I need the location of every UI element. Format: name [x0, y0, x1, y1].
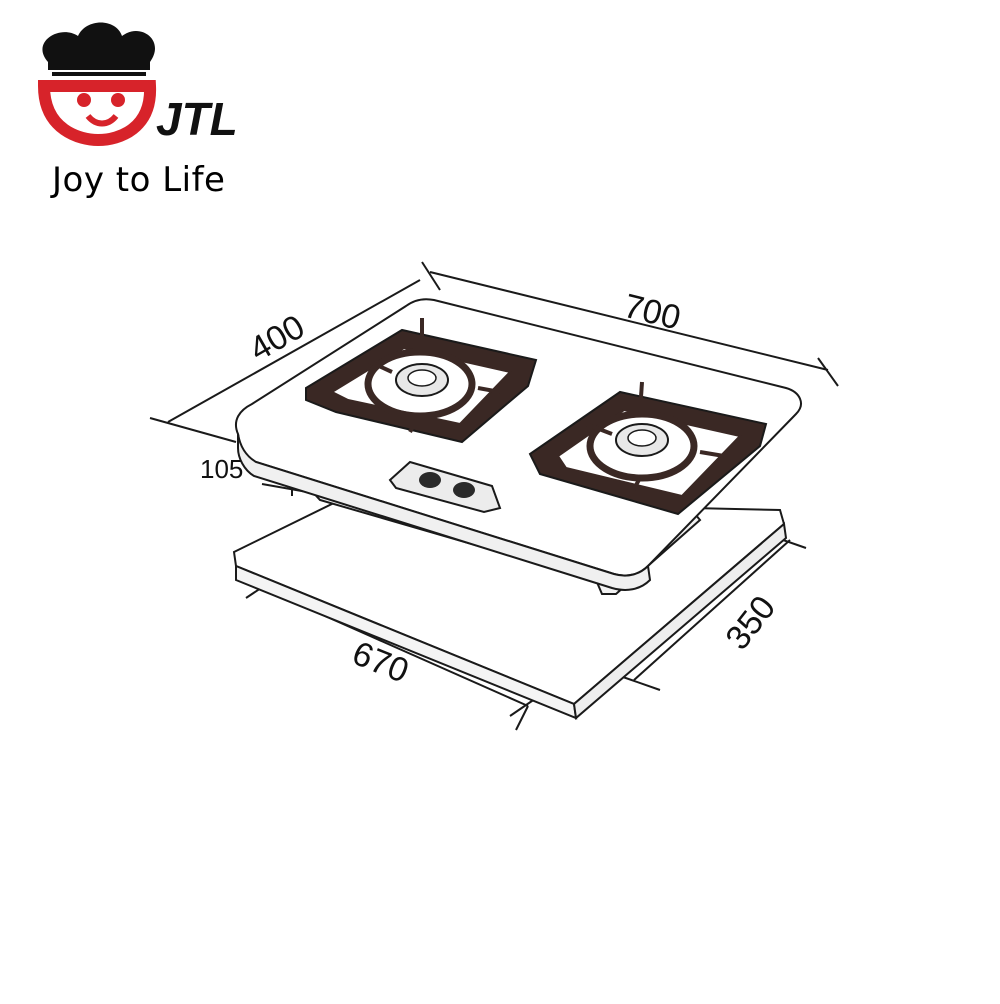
dimension-700: 700: [620, 287, 684, 338]
control-panel: [388, 460, 502, 514]
chef-face-icon: [37, 80, 157, 147]
left-burner: [305, 318, 538, 444]
dimension-350: 350: [718, 589, 783, 657]
dimension-105: 105: [200, 454, 243, 484]
brand-logo: JTL: [37, 22, 238, 147]
left-knob-icon: [419, 472, 441, 488]
right-knob-icon: [453, 482, 475, 498]
chef-hat-icon: [42, 22, 155, 76]
right-burner: [528, 381, 768, 516]
brand-wordmark: JTL: [156, 93, 238, 145]
dimension-400: 400: [243, 308, 311, 369]
brand-tagline: Joy to Life: [52, 160, 226, 200]
